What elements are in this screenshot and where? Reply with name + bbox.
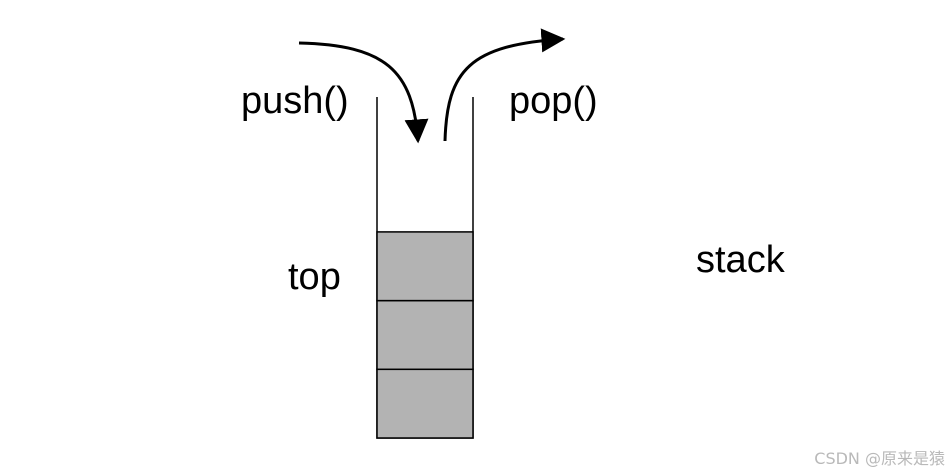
stack-elements xyxy=(376,231,474,439)
stack-element xyxy=(376,299,474,371)
pop-label: pop() xyxy=(509,80,598,122)
stack-element xyxy=(376,231,474,302)
watermark: CSDN @原来是猿 xyxy=(814,449,945,468)
stack-label: stack xyxy=(696,239,785,281)
stack-element xyxy=(376,368,474,439)
top-label: top xyxy=(288,256,341,298)
pop-arrow xyxy=(443,28,566,142)
push-label: push() xyxy=(241,80,349,122)
push-arrow xyxy=(298,41,429,144)
